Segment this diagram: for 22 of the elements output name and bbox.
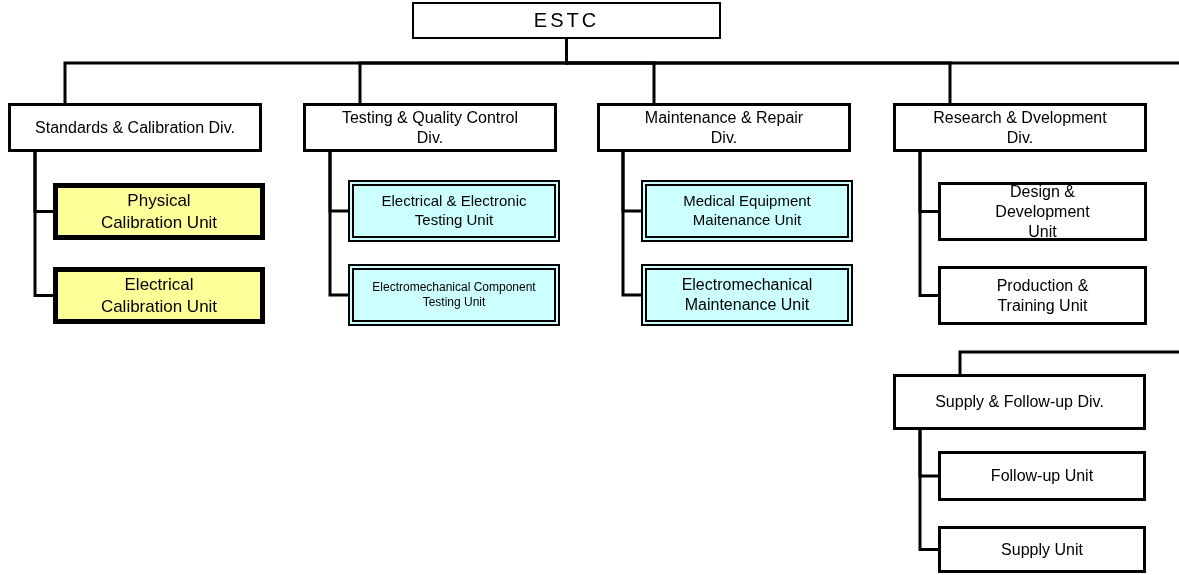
connector-line	[958, 350, 1179, 374]
unit-box: Follow-up Unit	[938, 451, 1146, 501]
connector-line	[33, 152, 53, 297]
unit-box: Electromechanical Maintenance Unit	[641, 264, 853, 326]
unit-box: Physical Calibration Unit	[53, 183, 265, 240]
unit-box: Production & Training Unit	[938, 266, 1147, 325]
division-box: Supply & Follow-up Div.	[893, 374, 1146, 430]
connector-line	[918, 430, 938, 551]
division-box: Maintenance & Repair Div.	[597, 103, 851, 152]
division-box: Research & Dvelopment Div.	[893, 103, 1147, 152]
unit-box: Electromechanical Component Testing Unit	[348, 264, 560, 326]
org-head-box: ESTC	[412, 2, 721, 39]
connector-line	[918, 152, 938, 297]
unit-box: Electrical & Electronic Testing Unit	[348, 180, 560, 242]
unit-box: Design & Development Unit	[938, 182, 1147, 241]
unit-box: Medical Equipment Maitenance Unit	[641, 180, 853, 242]
unit-box: Supply Unit	[938, 526, 1146, 573]
connector-line	[621, 152, 641, 297]
connector-line	[328, 152, 348, 297]
division-box: Standards & Calibration Div.	[8, 103, 262, 152]
division-box: Testing & Quality Control Div.	[303, 103, 557, 152]
unit-box: Electrical Calibration Unit	[53, 267, 265, 324]
